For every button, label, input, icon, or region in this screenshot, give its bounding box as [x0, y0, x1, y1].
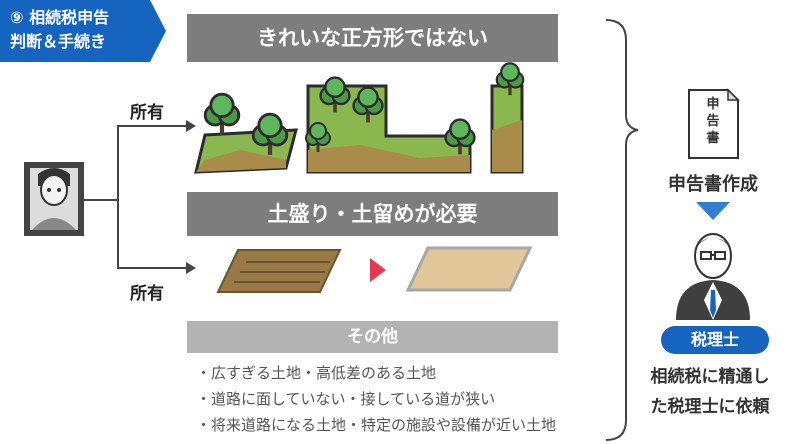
accountant-desc-line-2: た税理士に依頼 [650, 397, 770, 417]
arrow-head-top [186, 120, 196, 132]
down-arrow [696, 202, 730, 220]
soil-before-parcel [216, 249, 342, 293]
soil-after-parcel [405, 246, 533, 292]
document-char-1: 申 [706, 97, 720, 112]
ownership-label-top: 所有 [130, 103, 164, 123]
ownership-label-bottom: 所有 [130, 284, 164, 304]
document-char-2: 告 [706, 114, 720, 129]
document-icon [688, 88, 740, 159]
right-bracket [605, 19, 639, 441]
transition-triangle [370, 258, 386, 282]
document-caption: 申告書作成 [668, 174, 758, 195]
other-item-3: ・将来道路になる土地・特定の施設や設備が近い土地 [196, 416, 557, 434]
arrow-head-bottom [186, 262, 196, 274]
document-text: 申 告 書 [706, 96, 720, 147]
person-icon [24, 162, 84, 236]
tag-line-2: 判断＆手続き [10, 32, 107, 51]
irregular-shape-title: きれいな正方形ではない [187, 14, 558, 62]
other-item-2: ・道路に面していない・接している道が狭い [196, 390, 496, 408]
soil-work-title: 土盛り・土留めが必要 [187, 192, 558, 236]
irregular-land-2 [305, 76, 476, 174]
tag-arrow-shape [0, 0, 166, 62]
accountant-desc-line-1: 相続税に精通し [650, 367, 770, 387]
section-tag: ⑨ 相続税申告 判断＆手続き [0, 0, 170, 62]
tag-line-1: ⑨ 相続税申告 [10, 8, 110, 27]
irregular-land-1 [194, 92, 298, 174]
branch-arrows [84, 125, 186, 269]
other-title: その他 [187, 321, 558, 353]
irregular-land-3 [490, 62, 525, 174]
tax-accountant-icon [676, 233, 750, 320]
document-char-3: 書 [706, 131, 720, 146]
tax-accountant-badge: 税理士 [661, 326, 769, 354]
other-item-1: ・広すぎる土地・高低差のある土地 [196, 364, 437, 382]
